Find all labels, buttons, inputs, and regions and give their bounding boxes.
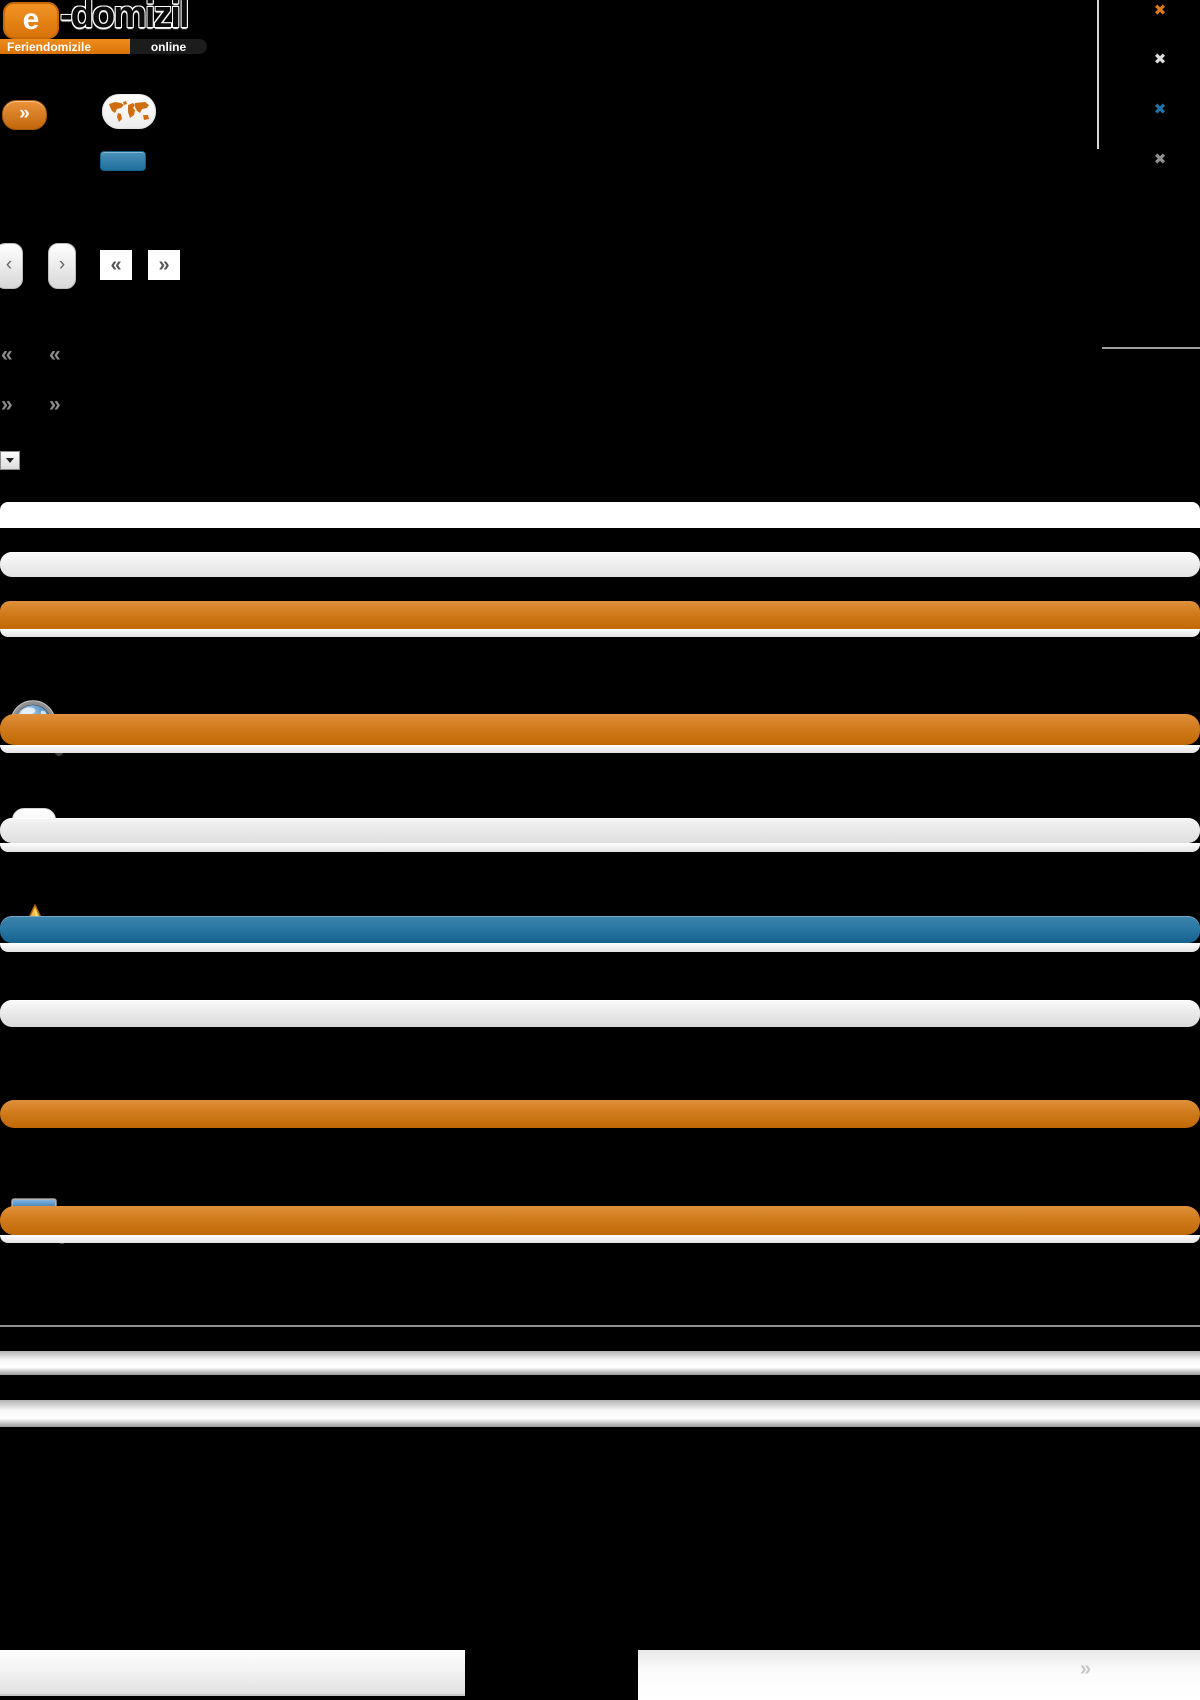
divider-line [0,1325,1200,1327]
logo-tagline-left: Feriendomizile [0,39,130,54]
content-bar-white [0,502,1200,528]
section-header-orange-1 [0,601,1200,629]
collapse-left-icon[interactable]: « [1,343,13,366]
section-bar-gray-2 [0,1000,1200,1027]
footer-bar-left [0,1650,465,1696]
section-header-orange-4 [0,1206,1200,1235]
section-footer-strip-3 [0,843,1200,852]
right-panel-divider [1097,0,1099,149]
section-header-orange-3 [0,1100,1200,1128]
section-header-orange-2 [0,714,1200,745]
close-icon-gray[interactable]: ✖ [1153,151,1167,168]
close-icon-blue[interactable]: ✖ [1153,101,1167,118]
section-bar-gray-reviews [0,818,1200,843]
list-row-bar-1 [0,1351,1200,1375]
section-footer-strip-5 [0,1235,1200,1243]
expand-right-icon[interactable]: » [1,393,13,416]
footer-panel-right: » [638,1650,1200,1700]
logo-wordmark: -domizil [60,0,190,36]
pager-first-button[interactable]: « [100,250,132,280]
section-footer-strip-2 [0,745,1200,753]
logo-tagline-right: online [130,39,207,54]
right-panel-rule [1102,347,1200,349]
chevron-down-icon [6,458,14,463]
collapsed-dropdown[interactable] [0,451,20,470]
footer-more-button[interactable]: » [1080,1658,1092,1680]
toolbar-bar-gray [0,552,1200,577]
pager-next-button[interactable]: › [48,243,76,289]
section-footer-strip-4 [0,943,1200,952]
world-map-button[interactable] [102,94,156,129]
section-footer-strip-1 [0,629,1200,637]
close-icon-orange[interactable]: ✖ [1153,2,1167,19]
collapse-left-icon-2[interactable]: « [49,343,61,366]
logo-tagline: Feriendomizile online [0,39,207,54]
expand-right-icon-2[interactable]: » [49,393,61,416]
list-row-bar-2 [0,1400,1200,1427]
blue-action-button[interactable] [100,151,146,171]
section-header-blue [0,916,1200,943]
close-icon-white[interactable]: ✖ [1153,51,1167,68]
expand-button[interactable]: » [2,100,47,130]
site-logo[interactable]: e -domizil Feriendomizile online [0,0,207,54]
pager-last-button[interactable]: » [148,250,180,280]
pager-prev-button[interactable]: ‹ [0,243,23,289]
logo-e-badge: e [3,2,59,39]
world-map-icon [109,100,149,122]
